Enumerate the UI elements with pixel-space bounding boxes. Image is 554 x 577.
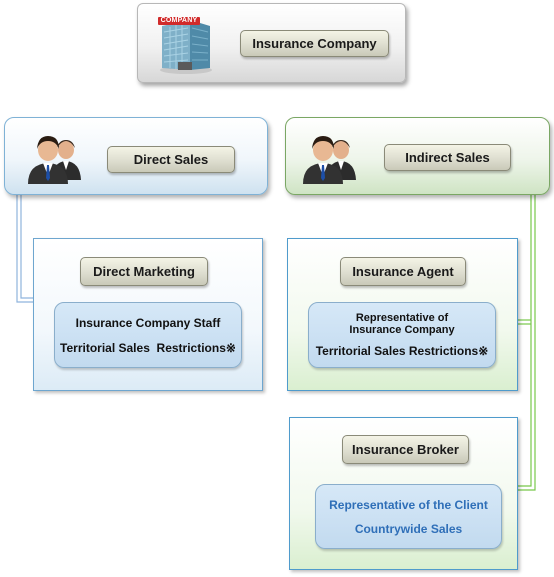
insurance-agent-details: Representative of Insurance Company Terr… [308,302,496,368]
insurance-broker-panel: Insurance Broker Representative of the C… [289,417,518,570]
direct-connector [16,195,33,303]
agent-role-line2: Insurance Company [349,324,455,336]
agent-restriction: Territorial Sales Restrictions※ [315,344,489,358]
indirect-sales-label: Indirect Sales [384,144,511,171]
direct-marketing-title: Direct Marketing [80,257,208,286]
insurance-broker-details: Representative of the Client Countrywide… [315,484,502,549]
direct-sales-label: Direct Sales [107,146,235,173]
indirect-connector [518,195,536,491]
indirect-sales-box: Indirect Sales [285,117,550,195]
broker-coverage: Countrywide Sales [354,521,463,536]
people-icon [26,128,86,186]
insurance-agent-title: Insurance Agent [340,257,466,286]
agent-role-line1: Representative of [355,312,449,324]
direct-marketing-role: Insurance Company Staff [75,315,221,330]
insurance-company-label: Insurance Company [240,30,389,57]
building-icon: COMPANY [156,16,216,74]
people-icon [301,128,361,186]
direct-marketing-details: Insurance Company Staff Territorial Sale… [54,302,242,368]
broker-role: Representative of the Client [329,497,488,512]
insurance-agent-panel: Insurance Agent Representative of Insura… [287,238,518,391]
direct-marketing-panel: Direct Marketing Insurance Company Staff… [33,238,263,391]
direct-marketing-restriction: Territorial Sales Restrictions※ [60,340,236,355]
direct-sales-box: Direct Sales [4,117,268,195]
insurance-broker-title: Insurance Broker [342,435,469,464]
company-sign-text: COMPANY [160,17,198,24]
insurance-company-box: COMPANY Insurance Company [137,3,406,83]
